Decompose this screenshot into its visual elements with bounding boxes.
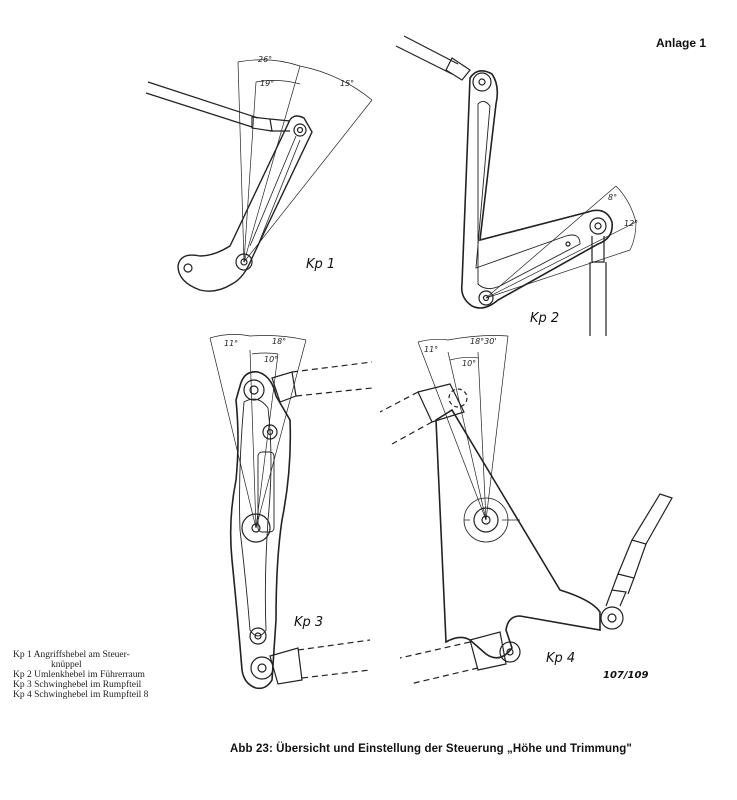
kp3-angle-11: 11° xyxy=(224,339,238,348)
kp4-angle-11: 11° xyxy=(424,345,438,354)
legend-item-kp3: Kp 3 Schwinghebel im Rumpfteil xyxy=(13,680,142,690)
kp1-angle-26: 26° xyxy=(258,55,272,64)
kp1-angle-15: 15° xyxy=(340,79,354,88)
kp3-angle-18: 18° xyxy=(272,337,286,346)
kp3-lever-drawing xyxy=(209,334,373,690)
legend-item-kp1: Kp 1 Angriffshebel am Steuer- xyxy=(13,650,130,660)
kp2-angle-12: 12° xyxy=(624,219,638,228)
kp2-angle-8: 8° xyxy=(608,193,617,202)
legend: Kp 1 Angriffshebel am Steuer- knüppel Kp… xyxy=(13,650,148,700)
kp1-lever-drawing xyxy=(145,59,373,292)
page-number: 107/109 xyxy=(603,670,648,681)
kp4-label: Kp 4 xyxy=(546,651,575,666)
figure-caption: Abb 23: Übersicht und Einstellung der St… xyxy=(230,743,632,755)
kp4-angle-10: 10° xyxy=(462,359,476,368)
kp4-lever-drawing xyxy=(379,335,673,685)
kp1-label: Kp 1 xyxy=(306,257,335,272)
kp4-angle-18-30: 18°30' xyxy=(470,337,497,346)
kp2-label: Kp 2 xyxy=(530,311,559,326)
legend-item-kp4: Kp 4 Schwinghebel im Rumpfteil 8 xyxy=(13,690,149,700)
kp3-angle-10: 10° xyxy=(264,355,278,364)
kp2-lever-drawing xyxy=(395,35,637,336)
appendix-label: Anlage 1 xyxy=(656,36,707,50)
kp1-angle-19: 19° xyxy=(260,79,274,88)
legend-item-kp1-cont: knüppel xyxy=(51,660,82,670)
legend-item-kp2: Kp 2 Umlenkhebel im Führerraum xyxy=(13,670,145,680)
kp3-label: Kp 3 xyxy=(294,615,323,630)
